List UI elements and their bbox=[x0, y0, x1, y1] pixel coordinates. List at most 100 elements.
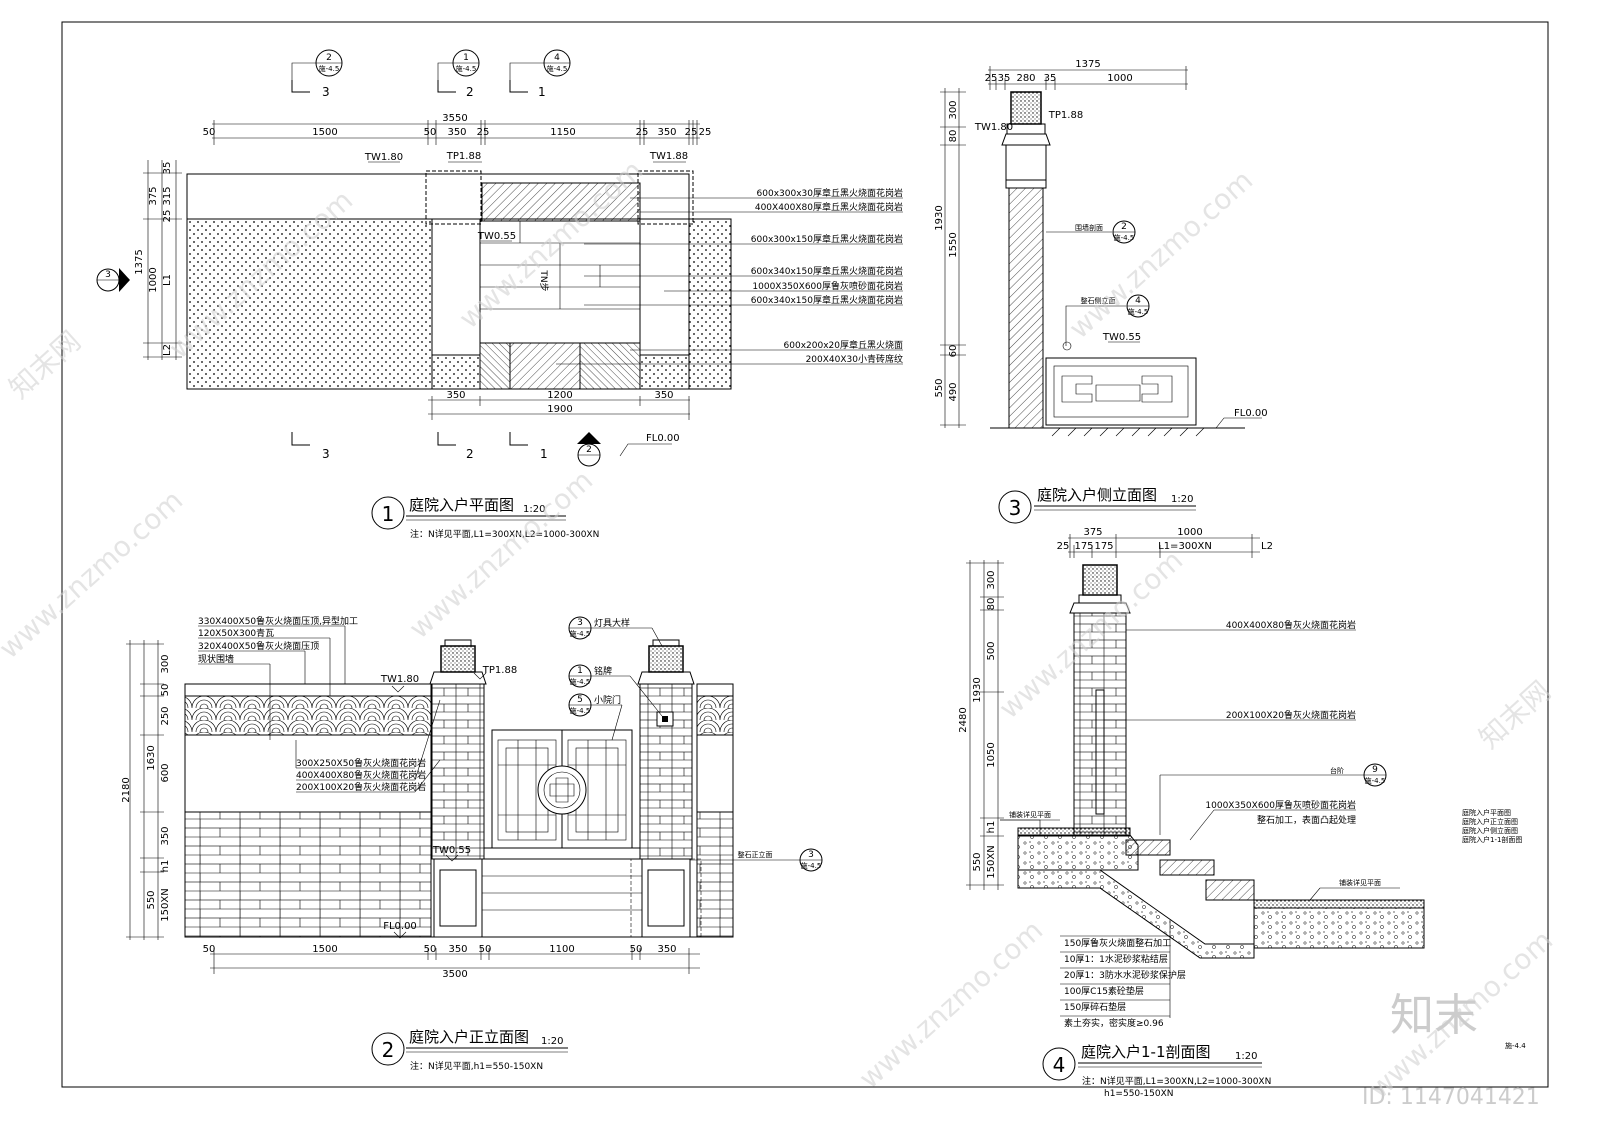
plan-title: 庭院入户平面图 bbox=[409, 496, 514, 514]
index-ref-b-number: 1 bbox=[463, 53, 469, 63]
plan-callout-2: 600x300x150厚章丘黑火烧面花岗岩 bbox=[751, 233, 903, 245]
section-paving-right bbox=[1253, 899, 1425, 909]
svg-text:3: 3 bbox=[808, 850, 814, 860]
section-layer-5: 素土夯实，密实度≥0.96 bbox=[1064, 1017, 1164, 1029]
legend-3: 庭院入户1-1剖面图 bbox=[1462, 835, 1522, 844]
front-left-lamp bbox=[440, 645, 476, 673]
front-dim-left-6: 550 bbox=[146, 890, 157, 909]
side-view: 1375 25 35 280 35 1000 300 80 1550 60 49… bbox=[934, 59, 1268, 524]
plan-level-fl000: FL0.00 bbox=[646, 433, 680, 444]
side-dim-left-2: 1550 bbox=[948, 232, 959, 257]
front-view: 300 50 250 600 350 h1 550 150XN 1630 218… bbox=[121, 615, 823, 1072]
svg-text:5: 5 bbox=[577, 695, 583, 705]
svg-text:3: 3 bbox=[577, 618, 583, 628]
plan-note: 注：N详见平面,L1=300XN,L2=1000-300XN bbox=[410, 528, 599, 540]
section-dim-top-3: 175 bbox=[1074, 541, 1093, 552]
index-ref-c-sheet: 施-4.5 bbox=[547, 64, 568, 73]
plan-level-tw188: TW1.88 bbox=[649, 151, 688, 162]
section-step-1 bbox=[1125, 839, 1171, 856]
svg-text:施-4.5: 施-4.5 bbox=[1128, 307, 1149, 316]
front-callout-left-6: 200X100X20鲁灰火烧面花岗岩 bbox=[296, 781, 426, 793]
plan-section-marker-bottom: 2 bbox=[577, 432, 601, 467]
section-title: 庭院入户1-1剖面图 bbox=[1081, 1043, 1211, 1061]
front-dim-bottom-3: 350 bbox=[448, 944, 467, 955]
plan-callout-3: 600x340x150厚章丘黑火烧面花岗岩 bbox=[751, 265, 903, 277]
front-dim-left-4: 350 bbox=[160, 826, 171, 845]
section-dim-top-5: L1=300XN bbox=[1158, 541, 1212, 552]
front-dim-bottom-1: 1500 bbox=[312, 944, 337, 955]
side-dim-left-1: 80 bbox=[948, 130, 959, 143]
section-cut-marks-top bbox=[291, 80, 528, 93]
side-title-scale: 1:20 bbox=[1171, 494, 1193, 505]
front-dim-bottom-0: 50 bbox=[203, 944, 216, 955]
section-callout-2: 台阶 bbox=[1330, 766, 1344, 775]
section-callout-6: 铺装详见平面 bbox=[1339, 878, 1381, 887]
section-dim-left-2: 500 bbox=[986, 641, 997, 660]
section-dim-left-1: 80 bbox=[986, 598, 997, 611]
front-left-stone bbox=[433, 858, 483, 938]
side-level-tp188: TP1.88 bbox=[1048, 110, 1083, 121]
plan-level-tw180: TW1.80 bbox=[364, 152, 403, 163]
plan-section-marker-bottom-number: 2 bbox=[586, 445, 592, 455]
section-callout-5: 铺装详见平面 bbox=[1009, 810, 1051, 819]
plan-dim-left-4: L1 bbox=[162, 274, 173, 286]
front-dim-left-total-1: 2180 bbox=[121, 777, 132, 802]
plan-dim-top-5: 1150 bbox=[550, 127, 575, 138]
section-title-scale: 1:20 bbox=[1235, 1051, 1257, 1062]
plan-callout-1: 400X400X80厚章丘黑火烧面花岗岩 bbox=[755, 201, 903, 213]
side-dim-left-3: 60 bbox=[948, 345, 959, 358]
section-dim-left-3: 1050 bbox=[986, 742, 997, 767]
svg-text:施-4.5: 施-4.5 bbox=[1114, 233, 1135, 242]
front-left-pillar bbox=[431, 683, 485, 860]
plan-section-marker-left-number: 3 bbox=[105, 270, 111, 280]
plan-dim-top-7: 350 bbox=[657, 127, 676, 138]
side-level-fl000: FL0.00 bbox=[1234, 408, 1268, 419]
plan-level-tw055: TW0.55 bbox=[477, 231, 516, 242]
plan-dim-bottom-0: 350 bbox=[446, 390, 465, 401]
section-dim-top-0: 375 bbox=[1083, 527, 1102, 538]
section-dim-left-6: 150XN bbox=[986, 845, 997, 878]
side-lamp bbox=[1010, 91, 1042, 125]
section-view: 375 1000 25 175 175 L1=300XN L2 300 80 5… bbox=[958, 527, 1522, 1099]
svg-text:施-4.5: 施-4.5 bbox=[801, 861, 822, 870]
front-dim-left-total-0: 1630 bbox=[146, 745, 157, 770]
front-callout-right-0: 灯具大样 bbox=[594, 617, 630, 629]
plan-dim-top-1: 1500 bbox=[312, 127, 337, 138]
plan-dim-left-5: 1000 bbox=[148, 267, 159, 292]
front-gate-medallion bbox=[537, 765, 587, 815]
side-stone-block bbox=[1045, 357, 1197, 426]
section-dim-top-2: 25 bbox=[1057, 541, 1070, 552]
svg-text:知末网: 知末网 bbox=[3, 324, 88, 405]
svg-text:www.znzmo.com: www.znzmo.com bbox=[0, 484, 189, 666]
section-layers-table: 150厚鲁灰火烧面整石加工 10厚1：1水泥砂浆粘结层 20厚1：3防水水泥砂浆… bbox=[1060, 920, 1186, 1029]
plan-dim-top-6: 25 bbox=[636, 127, 649, 138]
watermark-brand: 知末 bbox=[1390, 990, 1478, 1041]
section-step-3 bbox=[1205, 879, 1255, 901]
svg-text:4: 4 bbox=[1135, 296, 1141, 306]
section-dim-left-total-0: 1930 bbox=[972, 677, 983, 702]
front-level-tw180: TW1.80 bbox=[380, 674, 419, 685]
front-callout-right-1: 铭牌 bbox=[594, 665, 612, 677]
plan-dim-top-9: 25 bbox=[699, 127, 712, 138]
section-note-1: 注：N详见平面,L1=300XN,L2=1000-300XN bbox=[1082, 1075, 1271, 1087]
plan-dim-left-0: 35 bbox=[162, 162, 173, 175]
svg-text:施-4.5: 施-4.5 bbox=[1365, 776, 1386, 785]
plan-dim-top-4: 25 bbox=[477, 127, 490, 138]
front-right-pillar bbox=[639, 683, 693, 860]
plan-threshold bbox=[481, 182, 641, 222]
svg-text:www.znzmo.com: www.znzmo.com bbox=[453, 154, 650, 336]
legend-2: 庭院入户侧立面图 bbox=[1462, 826, 1518, 835]
front-right-wall-brick bbox=[696, 811, 734, 938]
side-level-tw180: TW1.80 bbox=[974, 122, 1013, 133]
front-dim-bottom-5: 1100 bbox=[549, 944, 574, 955]
front-dim-bottom-7: 350 bbox=[657, 944, 676, 955]
front-dim-left-2: 250 bbox=[160, 706, 171, 725]
section-callout-3: 1000X350X600厚鲁灰喷砂面花岗岩 bbox=[1205, 799, 1356, 811]
plan-dim-left-2: 25 bbox=[162, 210, 173, 223]
sheet-number: 施-4.4 bbox=[1505, 1041, 1526, 1050]
plan-section-marker-left: 3 bbox=[96, 268, 130, 292]
section-mark-2-bottom: 2 bbox=[466, 447, 474, 461]
side-title: 庭院入户侧立面图 bbox=[1037, 486, 1157, 504]
plan-right-pillar-base bbox=[639, 218, 690, 356]
